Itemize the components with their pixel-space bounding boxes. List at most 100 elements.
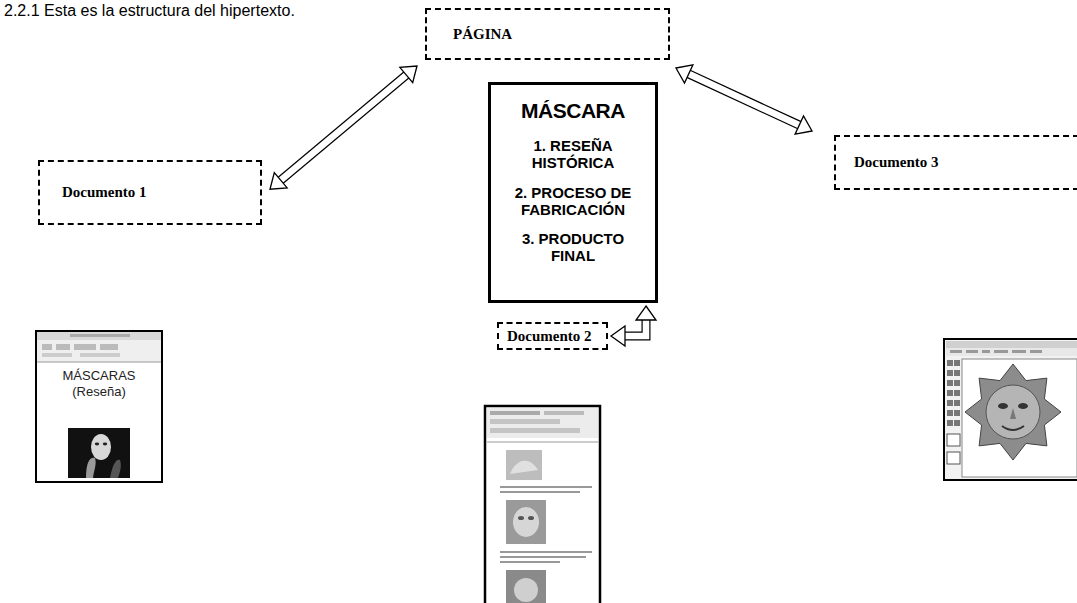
document-screenshot-art-part	[490, 428, 580, 433]
document-label: Documento 1	[62, 184, 147, 201]
arrow-head	[270, 173, 287, 190]
document-screenshot-art-part	[485, 406, 600, 603]
paint-toolbox	[947, 360, 960, 464]
page-menu-text: 1. RESEÑA HISTÓRICA	[499, 137, 647, 172]
document-screenshot-art-part	[490, 419, 560, 424]
mask-photo-part	[68, 428, 130, 478]
paint-screenshot-art-part	[950, 350, 962, 353]
arrow-head	[611, 326, 625, 346]
paint-toolbox-part	[947, 390, 953, 396]
document-screenshot-art-part	[510, 461, 538, 474]
sun-mask-photo-part	[965, 364, 1061, 460]
mask-photo	[68, 428, 130, 478]
document-screenshot-art-part	[500, 551, 592, 553]
paint-toolbox-part	[954, 410, 960, 416]
mask-photo-part	[110, 460, 121, 478]
page-menu-text: 3. PRODUCTO FINAL	[499, 230, 647, 265]
document-label-box: Documento 2	[497, 322, 608, 350]
document-screenshot-art-part	[500, 561, 560, 563]
slide-screenshot-art-part	[37, 332, 161, 340]
arrow-shaft-fill	[623, 318, 646, 336]
page-label: PÁGINA	[453, 26, 512, 43]
document-screenshot-art	[485, 406, 600, 603]
paint-screenshot-art-part	[966, 350, 978, 353]
paint-screenshot-art-part	[962, 359, 1077, 477]
arrow-head	[636, 306, 656, 320]
paint-screenshot-art-part	[994, 350, 1008, 353]
arrow-shaft-outline	[279, 74, 408, 182]
paint-toolbox-part	[947, 434, 960, 446]
paint-toolbox-part	[954, 380, 960, 386]
document-screenshot-art-part	[500, 486, 592, 488]
document-label: Documento 3	[854, 154, 939, 171]
document-screenshot-art-part	[500, 491, 580, 493]
slide-screenshot-art-part	[100, 344, 118, 350]
document-screenshot-art-part	[500, 556, 586, 558]
paint-toolbox-part	[947, 400, 953, 406]
arrow-shaft-fill	[687, 73, 801, 126]
paint-screenshot-art-part	[982, 350, 990, 353]
slide-screenshot-art-part	[70, 334, 130, 337]
sun-mask-photo-part	[998, 403, 1008, 409]
mask-photo-part	[103, 443, 107, 446]
paint-screenshot-art	[944, 339, 1077, 480]
document-label: Documento 2	[507, 328, 592, 345]
paint-toolbox-part	[947, 410, 953, 416]
arrow-shaft-outline	[687, 73, 801, 126]
paint-toolbox-part	[947, 370, 953, 376]
slide-title: MÁSCARAS (Reseña)	[55, 368, 143, 401]
page-heading: MÁSCARA	[499, 99, 647, 123]
slide-screenshot-art-part	[80, 353, 120, 357]
document-screenshot-art-part	[487, 408, 598, 438]
paint-toolbox-part	[954, 400, 960, 406]
document-label-box: Documento 1	[38, 160, 262, 225]
paint-screenshot-art-part	[1012, 350, 1026, 353]
paint-toolbox-part	[954, 370, 960, 376]
slide-screenshot-art-part	[42, 353, 72, 357]
mask-photo-part	[91, 434, 111, 460]
arrow-head	[795, 116, 812, 134]
double-arrow	[270, 66, 417, 189]
slide-screenshot-art-part	[42, 344, 52, 350]
paint-toolbox-part	[947, 360, 953, 366]
heading-holder: 2.2.1 Esta es la estructura del hipertex…	[4, 2, 295, 20]
paint-screenshot-art-part	[944, 339, 1077, 480]
slide-screenshot-art-part	[74, 344, 96, 350]
document-screenshot-art-part	[513, 507, 539, 537]
paint-toolbox-part	[947, 380, 953, 386]
arrow-head	[676, 65, 693, 83]
paint-toolbox-part	[954, 390, 960, 396]
page-label-box: PÁGINA	[425, 8, 670, 60]
arrow-shaft-fill	[279, 74, 408, 182]
sun-mask-photo-part	[1010, 408, 1016, 419]
sun-mask-photo-part	[986, 385, 1040, 439]
document-screenshot-art-part	[506, 500, 546, 544]
slide-screenshot-art-part	[37, 340, 161, 362]
document-label-box: Documento 3	[834, 135, 1077, 190]
page-menu-text: 2. PROCESO DE FABRICACIÓN	[499, 184, 647, 219]
paint-toolbox-part	[954, 420, 960, 426]
mask-photo-part	[86, 458, 96, 478]
double-arrow	[611, 306, 656, 346]
document-screenshot-art-part	[544, 411, 584, 415]
sun-mask-photo	[965, 364, 1061, 460]
figure-heading: 2.2.1 Esta es la estructura del hipertex…	[4, 2, 295, 20]
paint-screenshot-art-part	[1030, 350, 1042, 353]
document-screenshot-art-part	[487, 442, 598, 443]
document-screenshot-art-part	[506, 450, 542, 480]
arrow-head	[400, 66, 417, 83]
slide-screenshot-art	[37, 332, 161, 478]
paint-toolbox-part	[947, 452, 960, 464]
document-screenshot-art-part	[528, 516, 534, 520]
document-screenshot-art-part	[514, 578, 538, 602]
mask-page-box: MÁSCARA 1. RESEÑA HISTÓRICA 2. PROCESO DE …	[488, 82, 658, 303]
slide-screenshot-art-part	[37, 362, 161, 363]
paint-screenshot-art-part	[946, 341, 1077, 348]
sun-mask-photo-part	[1002, 426, 1024, 430]
paint-screenshot-art-part	[946, 348, 1077, 356]
mask-photo-part	[95, 443, 99, 446]
slide-screenshot-art-part	[56, 344, 70, 350]
document-screenshot-art-part	[518, 516, 524, 520]
